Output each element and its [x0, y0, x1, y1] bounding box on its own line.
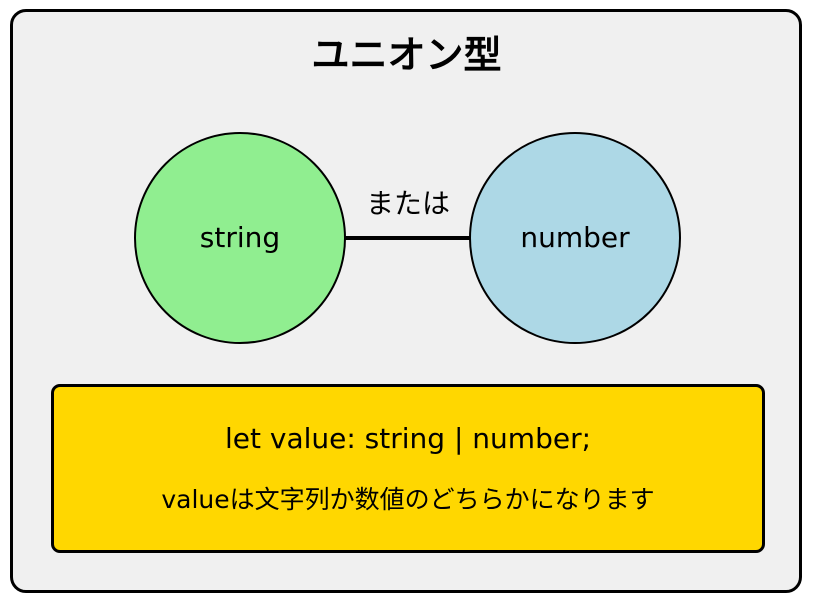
- code-declaration: let value: string | number;: [224, 422, 592, 455]
- number-node-label: number: [520, 221, 630, 254]
- connector-label: または: [365, 187, 450, 220]
- string-node-circle: [134, 132, 346, 344]
- code-explanation: valueは文字列か数値のどちらかになります: [161, 485, 655, 514]
- string-node-label: string: [199, 221, 281, 254]
- code-example-box: let value: string | number; valueは文字列か数値…: [51, 384, 765, 553]
- number-node-circle: [469, 132, 681, 344]
- diagram-title: ユニオン型: [311, 33, 502, 77]
